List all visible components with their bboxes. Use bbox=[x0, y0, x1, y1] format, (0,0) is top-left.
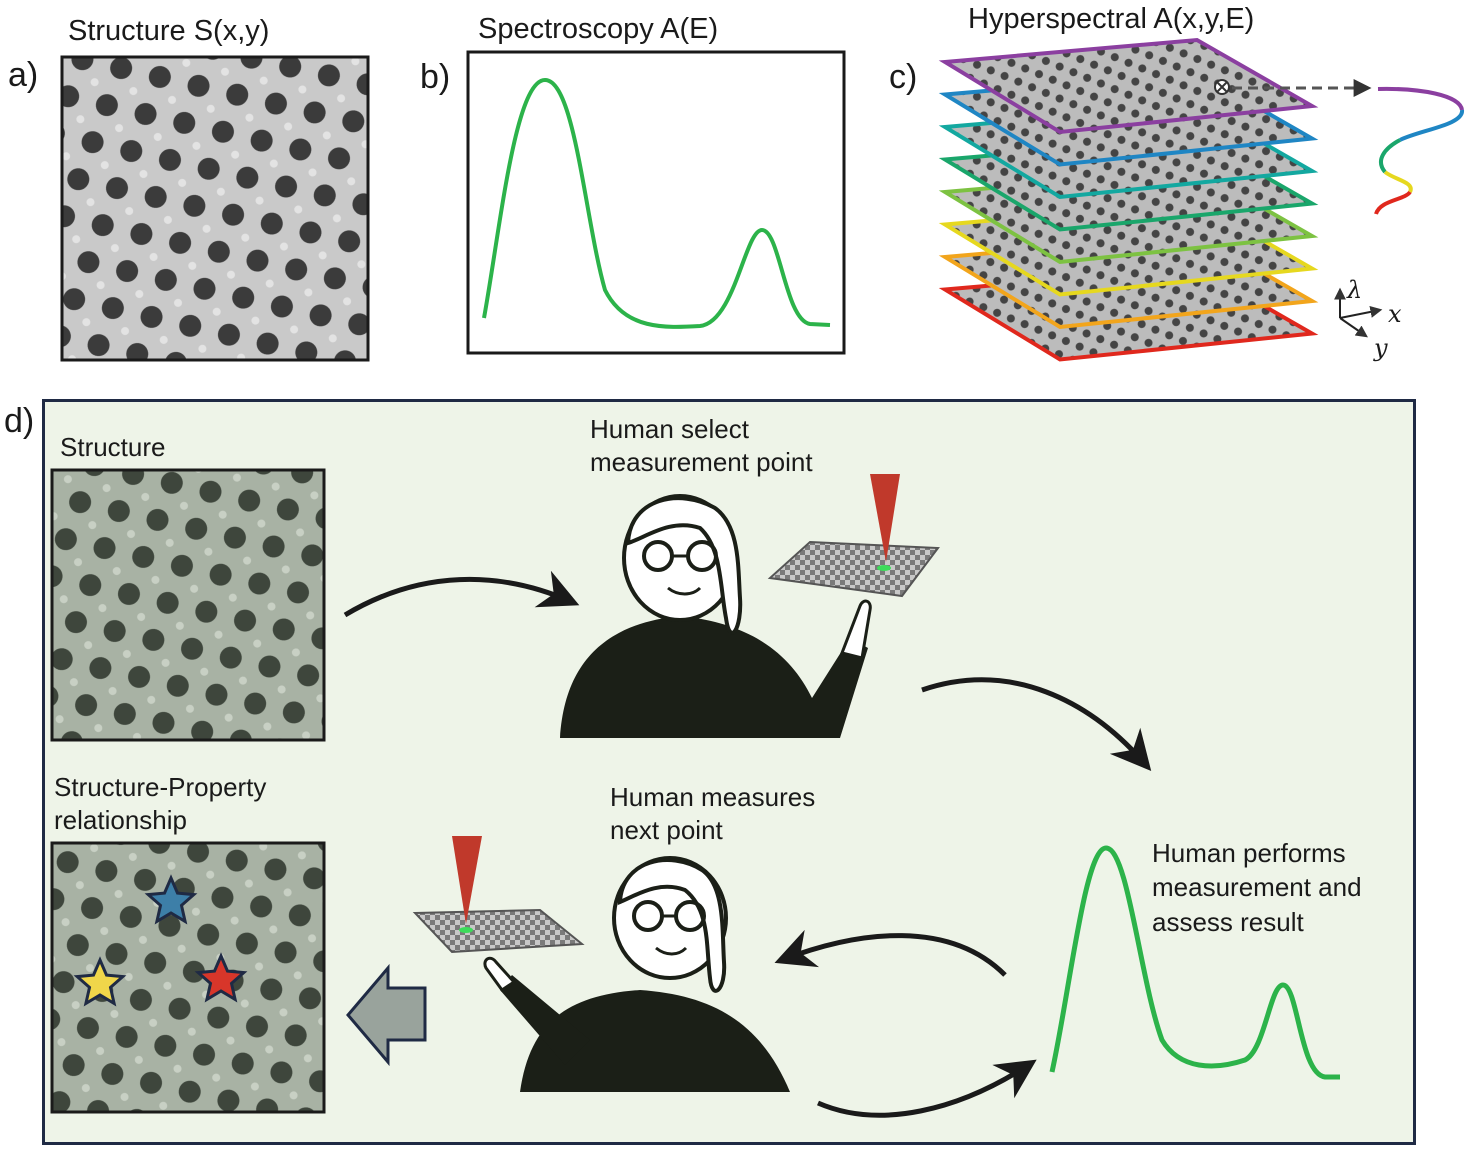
axis-label-y: y bbox=[1373, 334, 1388, 362]
structure-image-d bbox=[50, 468, 326, 742]
arrow-to-select bbox=[343, 570, 580, 618]
probe-tip-icon bbox=[452, 836, 482, 924]
spectral-curve-c bbox=[1374, 86, 1464, 215]
spectrum-curve-d bbox=[1049, 845, 1340, 1080]
caption-measures-line1: Human measures bbox=[610, 782, 815, 812]
caption-performs-line2: measurement and bbox=[1152, 872, 1362, 902]
probe-tip-icon bbox=[870, 474, 900, 562]
panel-label-b: b) bbox=[420, 58, 450, 96]
arrow-to-measure bbox=[774, 929, 1007, 977]
caption-structure: Structure bbox=[60, 432, 166, 462]
arrow-loop-back bbox=[817, 1059, 1037, 1118]
panel-label-c: c) bbox=[889, 58, 917, 96]
spectrum-frame-b bbox=[466, 50, 846, 355]
caption-performs-line3: assess result bbox=[1152, 907, 1304, 937]
caption-measures-line2: next point bbox=[610, 815, 724, 845]
panel-title-c: Hyperspectral A(x,y,E) bbox=[968, 3, 1254, 35]
axes-icon bbox=[1334, 287, 1383, 338]
star-markers bbox=[73, 874, 248, 1007]
panel-label-a: a) bbox=[8, 56, 38, 94]
hyperspectral-stack bbox=[938, 37, 1319, 362]
star-marker-icon bbox=[194, 952, 248, 1003]
person-icon bbox=[560, 494, 872, 738]
star-marker-icon bbox=[73, 956, 127, 1007]
caption-relationship-line1: Structure-Property bbox=[54, 772, 266, 802]
caption-relationship-line2: relationship bbox=[54, 805, 187, 835]
star-marker-icon bbox=[144, 874, 198, 925]
pixel-marker-icon bbox=[1214, 79, 1230, 95]
hollow-arrow-icon bbox=[346, 963, 427, 1067]
relationship-image-d bbox=[50, 841, 326, 1114]
person-icon bbox=[483, 856, 790, 1092]
caption-select-line1: Human select bbox=[590, 414, 750, 444]
panel-title-b: Spectroscopy A(E) bbox=[478, 13, 718, 45]
spectrum-curve-b bbox=[482, 77, 831, 329]
caption-select-line2: measurement point bbox=[590, 447, 813, 477]
panel-label-d: d) bbox=[4, 402, 34, 440]
spectral-layer-1 bbox=[938, 37, 1319, 135]
structure-image-a bbox=[60, 55, 370, 362]
axis-label-x: x bbox=[1388, 300, 1402, 328]
sample-grid-icon bbox=[767, 540, 940, 598]
caption-performs-line1: Human performs bbox=[1152, 838, 1346, 868]
arrow-to-perform bbox=[921, 677, 1152, 772]
panel-title-a: Structure S(x,y) bbox=[68, 15, 269, 47]
sample-grid-icon bbox=[412, 908, 585, 954]
axis-label-lambda: λ bbox=[1346, 276, 1362, 304]
